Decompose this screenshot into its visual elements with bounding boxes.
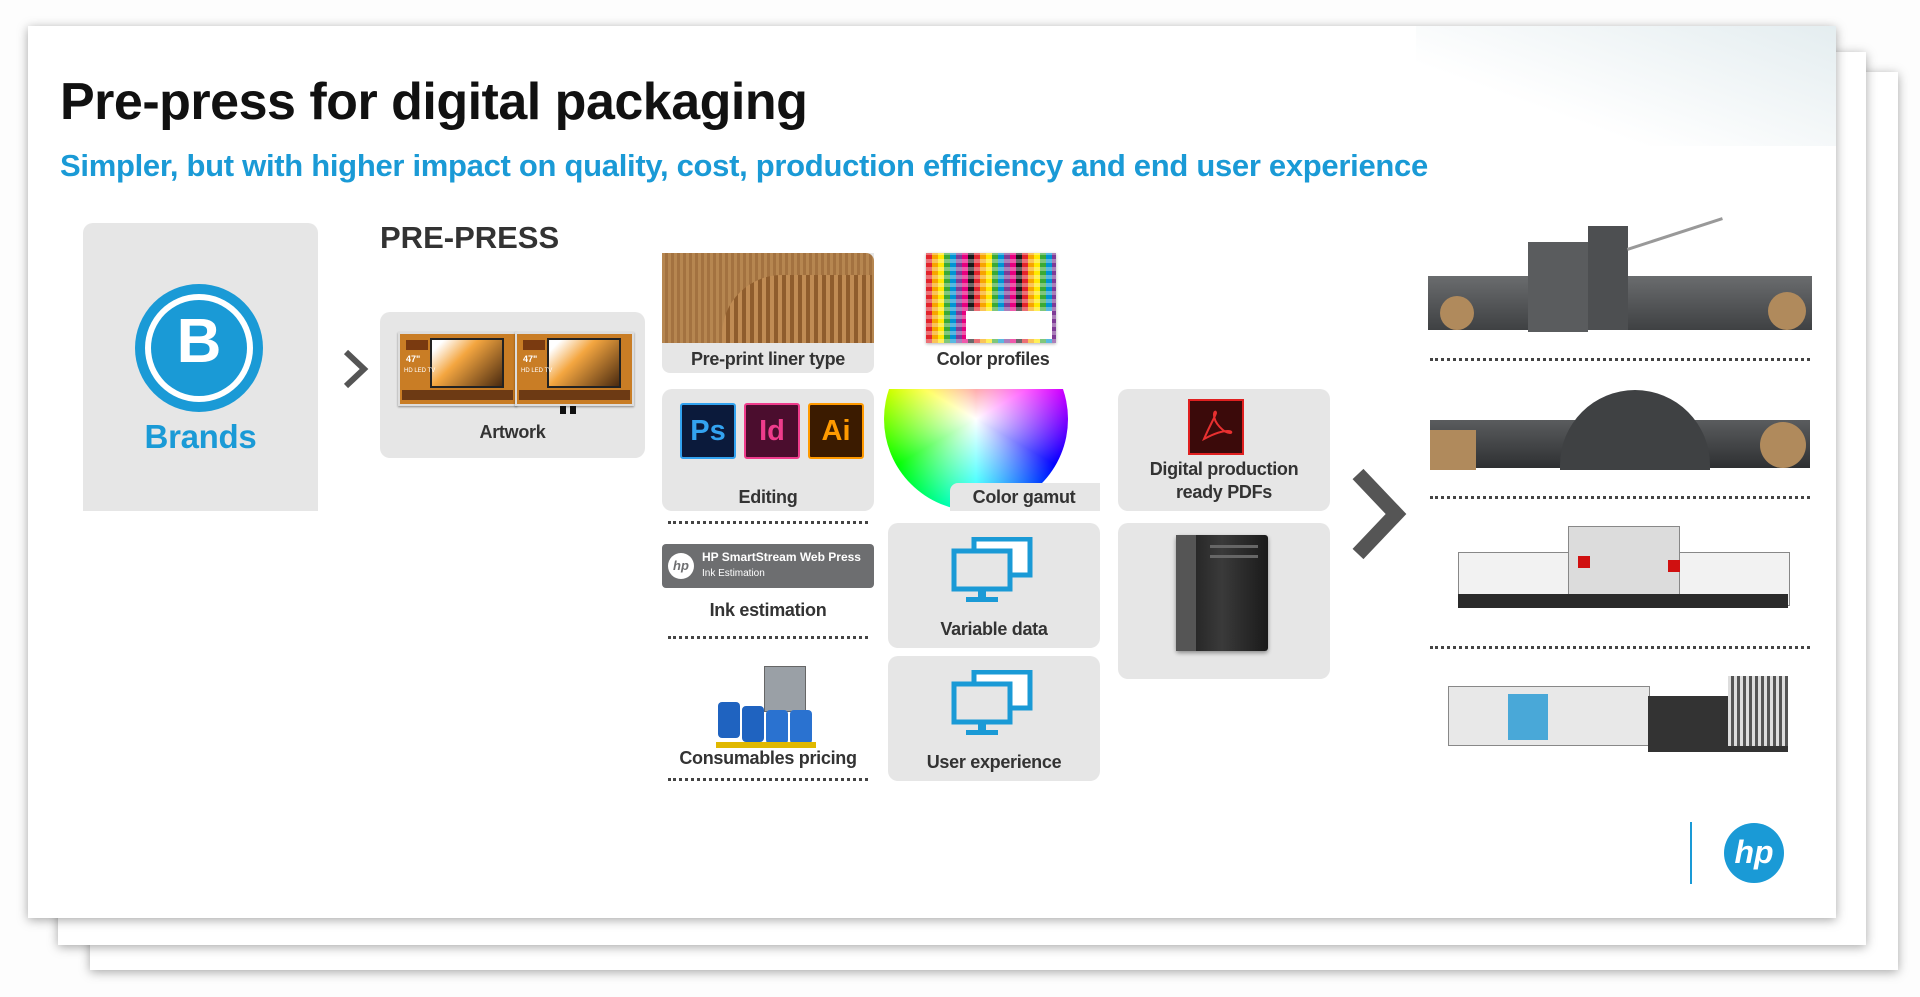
color-profiles-tile: Color profiles [926,253,1128,373]
divider [1430,358,1810,361]
artwork-tv-size-right: 47" [523,354,538,364]
workstation-tower-icon [1176,535,1268,651]
consumables-tile: Consumables pricing [662,656,874,771]
editing-label: Editing [738,487,798,507]
smartstream-title: HP SmartStream Web Press [702,550,861,564]
hp-logo-icon: hp [1724,823,1784,883]
liner-label: Pre-print liner type [690,349,846,369]
pdfs-box: Digital production ready PDFs [1118,389,1330,511]
acrobat-icon [1188,399,1244,455]
workstation-box [1118,523,1330,679]
brands-box: B Brands [83,223,318,511]
chevron-right-icon [1352,468,1407,560]
color-profiles-label: Color profiles [936,349,1050,369]
divider [1430,496,1810,499]
consumables-label: Consumables pricing [679,748,857,768]
user-experience-label: User experience [926,752,1062,772]
indesign-icon: Id [744,403,800,459]
press-indigo [1458,516,1790,626]
hp-banner-icon: hp [668,553,694,579]
artwork-box: 47" HD LED TV 47" HD LED TV Artwork [380,312,645,458]
ink-drums-image [716,666,826,748]
color-chart-image [926,253,1056,343]
liner-image [662,253,874,343]
artwork-tv-badge-right: HD LED TV [521,368,553,374]
press-pagewide [1448,666,1788,766]
divider [668,778,868,781]
ink-estimation-tile: hp HP SmartStream Web Press Ink Estimati… [662,544,874,654]
slide-subtitle: Simpler, but with higher impact on quali… [60,148,1428,183]
hp-logo-text: hp [1734,834,1774,870]
variable-data-label: Variable data [940,619,1048,639]
divider [1430,646,1810,649]
artwork-tv-size-left: 47" [406,354,421,364]
variable-data-box: Variable data [888,523,1100,648]
monitor-play-icon [951,670,1033,735]
slide: Pre-press for digital packaging Simpler,… [28,26,1836,918]
smartstream-subtitle: Ink Estimation [702,568,765,579]
brands-badge-icon: B [135,284,263,412]
artwork-tv-badge-left: HD LED TV [404,368,436,374]
logo-divider [1690,822,1692,884]
slide-title: Pre-press for digital packaging [60,73,808,131]
illustrator-icon: Ai [808,403,864,459]
ink-estimation-label: Ink estimation [709,600,827,620]
editing-box: Ps Id Ai Editing [662,389,874,511]
chevron-right-icon [343,349,369,389]
press-large-web [1428,212,1812,348]
brands-letter: B [176,307,222,376]
pdfs-label-line1: Digital production [1149,459,1299,479]
divider [668,521,868,524]
brands-label: Brands [144,418,257,455]
artwork-package-left: 47" HD LED TV [398,332,517,406]
smartstream-banner: hp HP SmartStream Web Press Ink Estimati… [662,544,874,588]
divider [668,636,868,639]
photoshop-icon: Ps [680,403,736,459]
press-corrugated [1430,382,1810,492]
color-gamut-label: Color gamut [972,487,1076,507]
prepress-heading: PRE-PRESS [380,220,560,255]
pdfs-label-line2: ready PDFs [1175,482,1273,502]
monitor-play-icon [951,537,1033,602]
artwork-package-right: 47" HD LED TV [515,332,634,406]
user-experience-box: User experience [888,656,1100,781]
artwork-label: Artwork [479,422,546,442]
color-gamut-box: Color gamut [884,389,1100,511]
glare [1416,26,1836,146]
liner-box: Pre-print liner type [662,253,874,373]
